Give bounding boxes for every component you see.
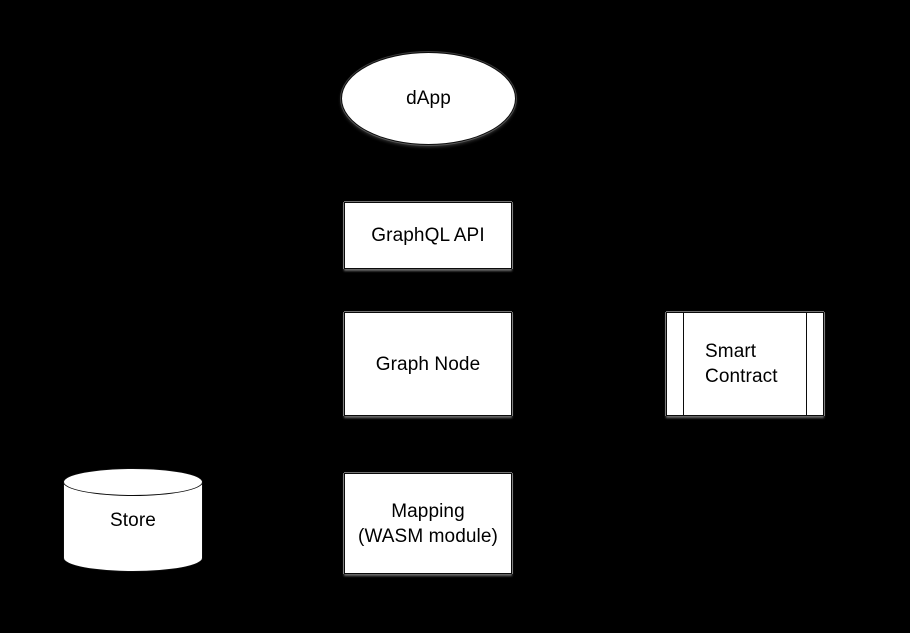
connector-graph-node-to-mapping <box>427 416 429 473</box>
connector-graph-node-to-store-vertical <box>133 364 135 468</box>
node-graph-node[interactable]: Graph Node <box>344 312 512 416</box>
node-smart-contract[interactable]: Smart Contract <box>666 312 824 416</box>
connector-smart-contract-to-graph-node <box>512 364 666 366</box>
node-mapping-label: Mapping (WASM module) <box>358 500 498 547</box>
connector-graph-node-to-store-horizontal <box>133 364 344 366</box>
connector-mapping-to-store <box>203 523 344 525</box>
node-smart-contract-label: Smart Contract <box>705 341 778 387</box>
process-bar-left-icon <box>683 313 684 415</box>
node-store-label-wrap: Store <box>63 468 203 572</box>
cylinder-top-icon <box>63 468 203 496</box>
process-bar-right-icon <box>806 313 807 415</box>
node-store[interactable]: Store <box>63 468 203 572</box>
node-graphql-api[interactable]: GraphQL API <box>344 202 512 269</box>
node-mapping[interactable]: Mapping (WASM module) <box>344 473 512 574</box>
node-graphql-api-label: GraphQL API <box>371 225 485 246</box>
node-dapp-label: dApp <box>406 88 451 109</box>
node-graph-node-label: Graph Node <box>375 353 481 375</box>
node-dapp[interactable]: dApp <box>341 52 516 145</box>
connector-dapp-to-graphql <box>427 145 429 202</box>
connector-graphql-to-graph-node <box>427 269 429 312</box>
node-store-label: Store <box>110 509 156 531</box>
